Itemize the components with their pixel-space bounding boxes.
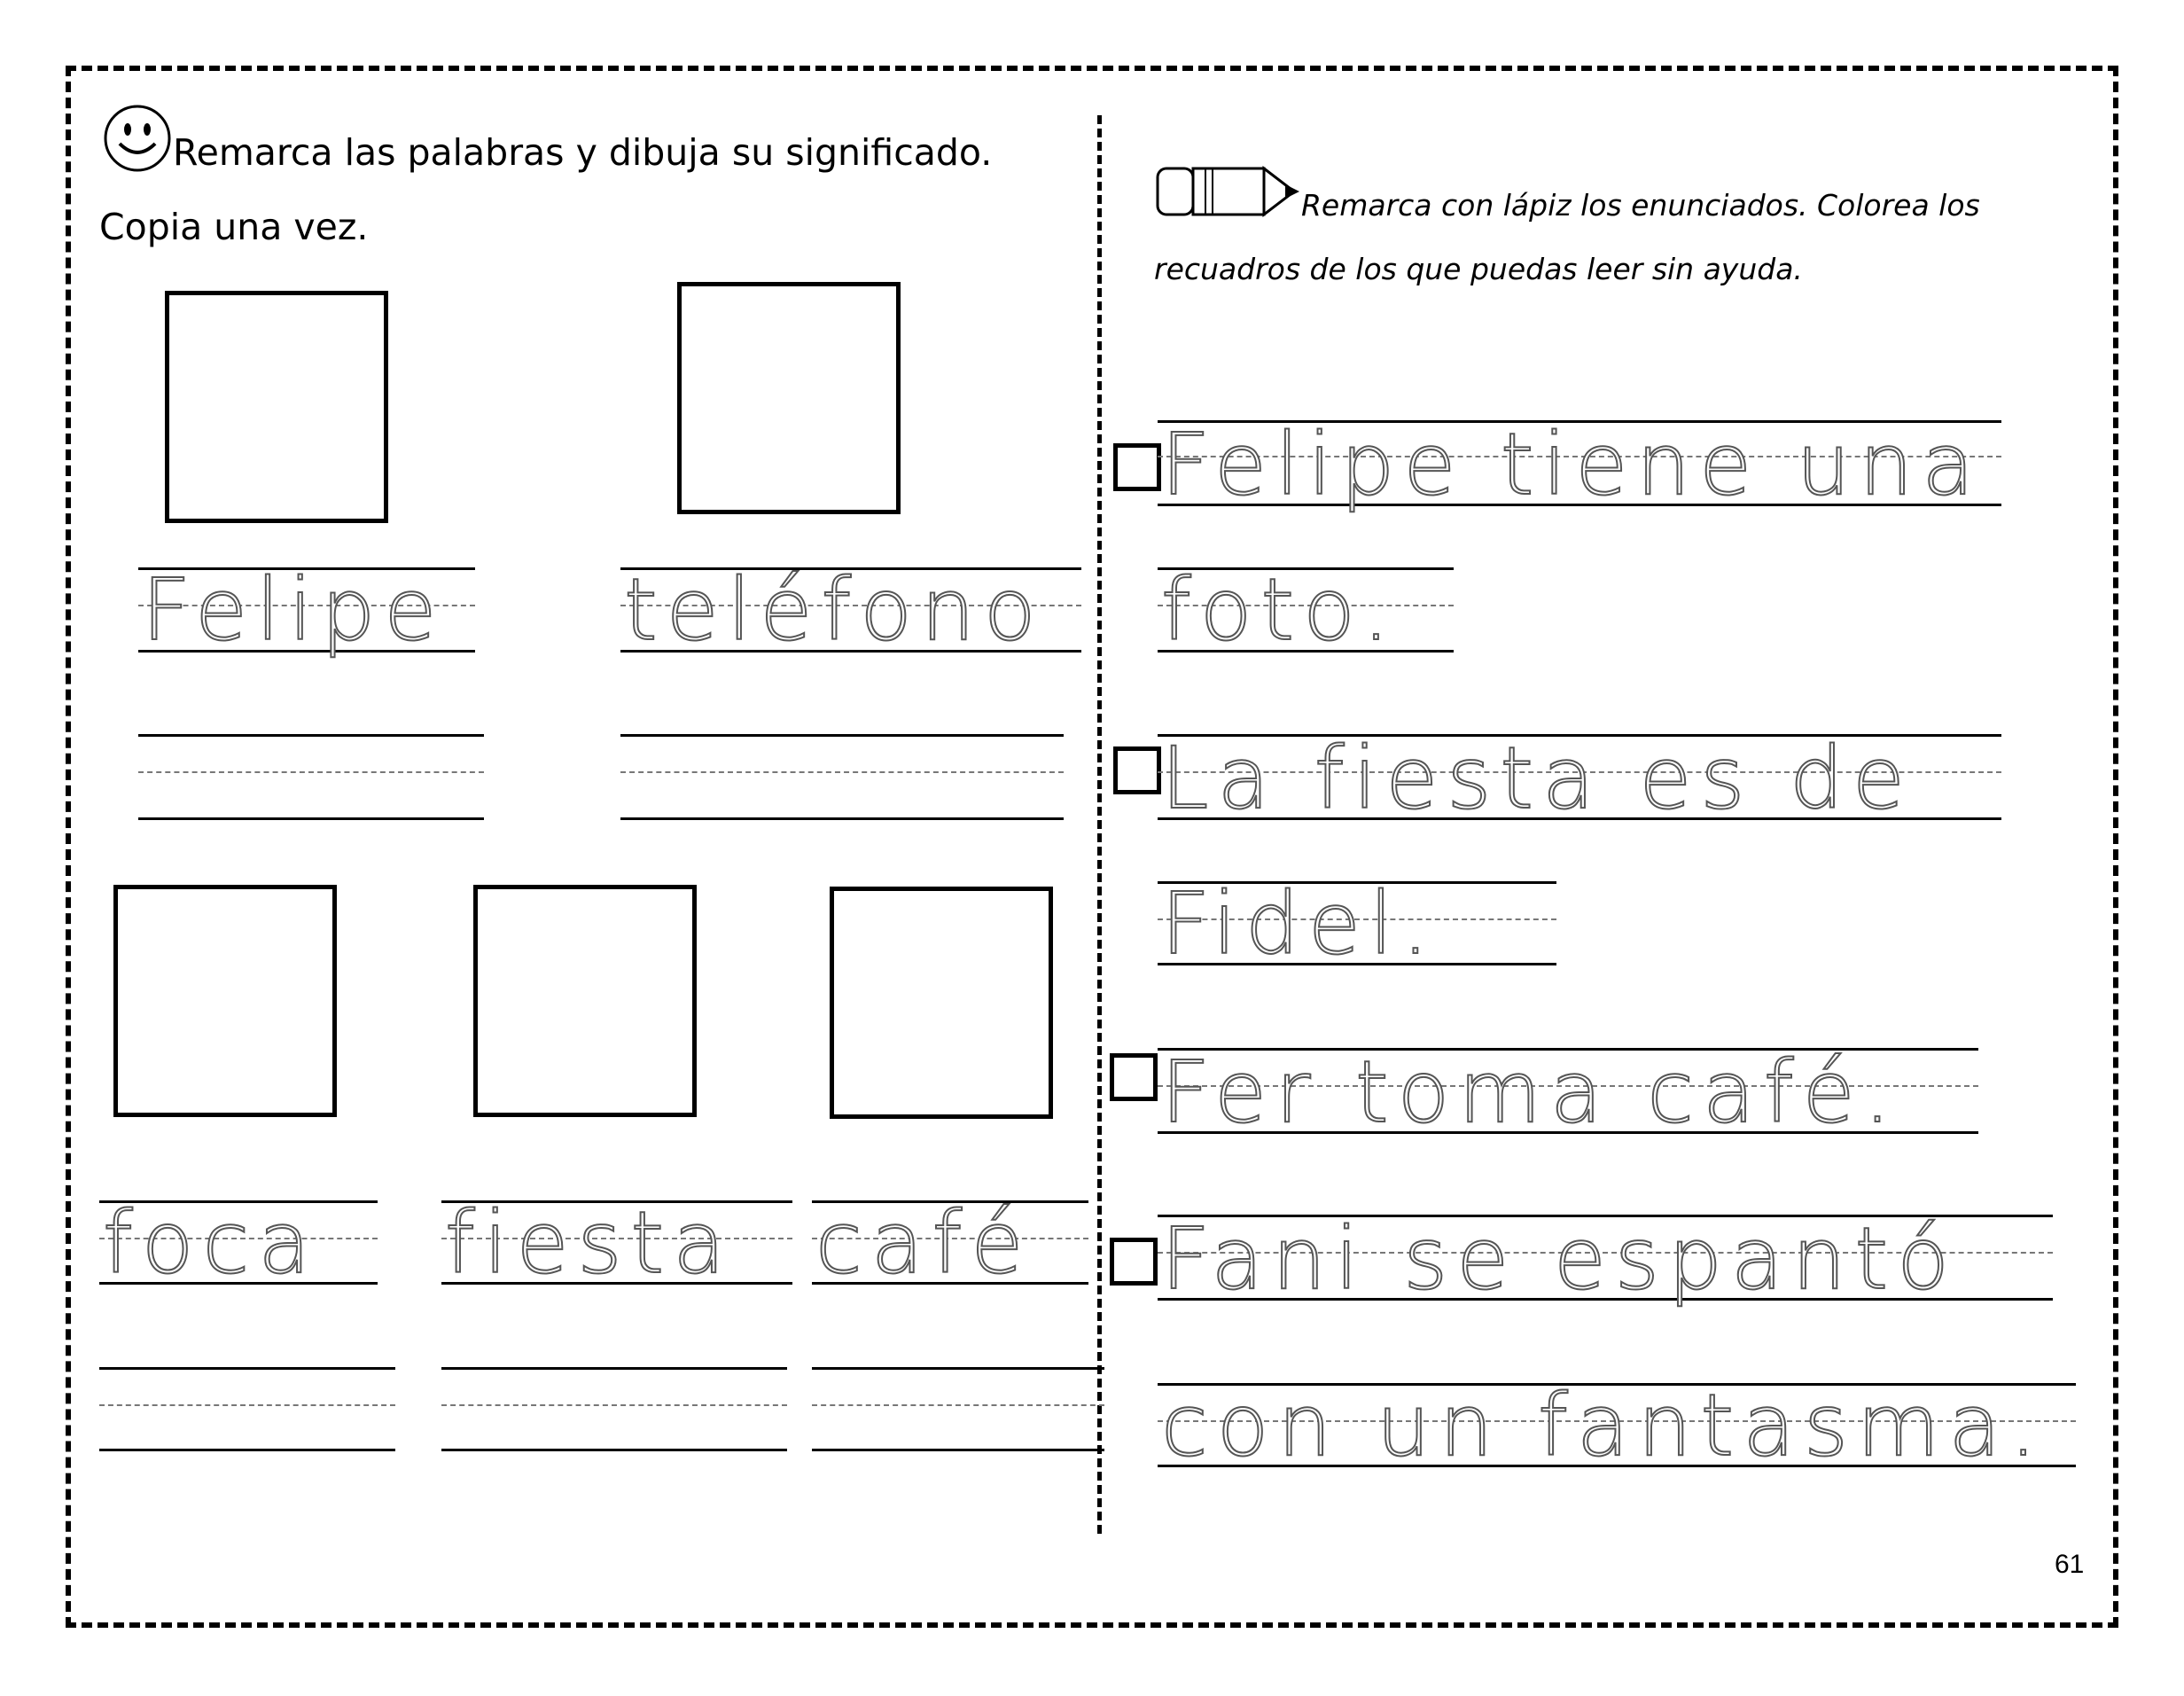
writing-line-top [138, 567, 475, 570]
writing-line-base [620, 650, 1081, 653]
writing-line-base [441, 1282, 792, 1285]
writing-line-top [1158, 881, 1556, 884]
writing-line-base [1158, 963, 1556, 965]
writing-line-mid [1158, 456, 2001, 457]
copy-line-base[interactable] [620, 817, 1064, 820]
sentence-2-checkbox[interactable] [1113, 746, 1161, 794]
writing-line-mid [99, 1238, 378, 1239]
copy-line-top[interactable] [138, 734, 484, 737]
copy-line-base[interactable] [99, 1449, 395, 1451]
sentence-4-line1[interactable]: Fani se espantó [1160, 1209, 1958, 1309]
trace-word-fiesta[interactable]: fiesta [444, 1193, 735, 1293]
copy-line-mid [441, 1404, 787, 1406]
writing-line-top [812, 1200, 1088, 1203]
writing-line-mid [1158, 771, 2001, 773]
writing-line-base [1158, 817, 2001, 820]
sentence-1-checkbox[interactable] [1113, 443, 1161, 491]
sentence-1-line1[interactable]: Felipe tiene una [1160, 415, 1984, 514]
sentence-1-line2[interactable]: foto. [1160, 560, 1399, 660]
copy-line-base[interactable] [812, 1449, 1104, 1451]
sentence-3-checkbox[interactable] [1110, 1053, 1158, 1101]
sentence-4-checkbox[interactable] [1110, 1238, 1158, 1286]
left-instruction-line1: Remarca las palabras y dibuja su signifi… [173, 131, 993, 174]
trace-word-cafe[interactable]: café [815, 1193, 1033, 1293]
writing-line-mid [1158, 918, 1556, 920]
writing-line-mid [1158, 1252, 2053, 1254]
writing-line-base [1158, 504, 2001, 506]
writing-line-top [1158, 1215, 2053, 1217]
copy-line-mid [620, 771, 1064, 773]
writing-line-mid [812, 1238, 1088, 1239]
copy-line-mid [812, 1404, 1104, 1406]
sentence-4-line2[interactable]: con un fantasma. [1160, 1376, 2046, 1475]
writing-line-base [1158, 1298, 2053, 1301]
page-border [66, 66, 2118, 1628]
writing-line-mid [1158, 605, 1454, 606]
copy-line-base[interactable] [441, 1449, 787, 1451]
trace-word-telefono[interactable]: teléfono [623, 560, 1045, 660]
trace-word-felipe[interactable]: Felipe [141, 560, 446, 660]
writing-line-mid [138, 605, 475, 606]
copy-line-base[interactable] [138, 817, 484, 820]
right-instruction-line1: Remarca con lápiz los enunciados. Colore… [1301, 188, 1980, 223]
copy-line-mid [99, 1404, 395, 1406]
copy-line-top[interactable] [620, 734, 1064, 737]
sentence-2-line1[interactable]: La fiesta es de [1160, 729, 1914, 828]
writing-line-base [1158, 1465, 2076, 1467]
left-instruction-line2: Copia una vez. [99, 206, 369, 248]
drawing-box-cafe[interactable] [830, 887, 1053, 1119]
page-number: 61 [2055, 1550, 2085, 1579]
center-divider [1097, 115, 1102, 1534]
writing-line-top [1158, 567, 1454, 570]
writing-line-base [1158, 1131, 1978, 1134]
writing-line-mid [441, 1238, 792, 1239]
writing-line-mid [620, 605, 1081, 606]
writing-line-mid [1158, 1085, 1978, 1087]
writing-line-top [99, 1200, 378, 1203]
writing-line-top [441, 1200, 792, 1203]
writing-line-top [620, 567, 1081, 570]
writing-line-top [1158, 1048, 1978, 1051]
drawing-box-foca[interactable] [113, 885, 337, 1117]
writing-line-base [812, 1282, 1088, 1285]
writing-line-mid [1158, 1420, 2076, 1422]
sentence-2-line2[interactable]: Fidel. [1160, 874, 1439, 973]
drawing-box-telefono[interactable] [677, 282, 901, 514]
sentence-3-line1[interactable]: Fer toma café. [1160, 1043, 1900, 1142]
drawing-box-felipe[interactable] [165, 291, 388, 523]
trace-word-foca[interactable]: foca [102, 1193, 320, 1293]
copy-line-top[interactable] [812, 1367, 1104, 1370]
writing-line-top [1158, 734, 2001, 737]
smiley-face-icon [104, 105, 171, 172]
writing-line-top [1158, 420, 2001, 423]
drawing-box-fiesta[interactable] [473, 885, 697, 1117]
copy-line-mid [138, 771, 484, 773]
writing-line-base [99, 1282, 378, 1285]
right-instruction-line2: recuadros de los que puedas leer sin ayu… [1154, 252, 1803, 286]
copy-line-top[interactable] [441, 1367, 787, 1370]
writing-line-top [1158, 1383, 2076, 1386]
copy-line-top[interactable] [99, 1367, 395, 1370]
writing-line-base [1158, 650, 1454, 653]
pencil-icon [1156, 165, 1299, 218]
writing-line-base [138, 650, 475, 653]
